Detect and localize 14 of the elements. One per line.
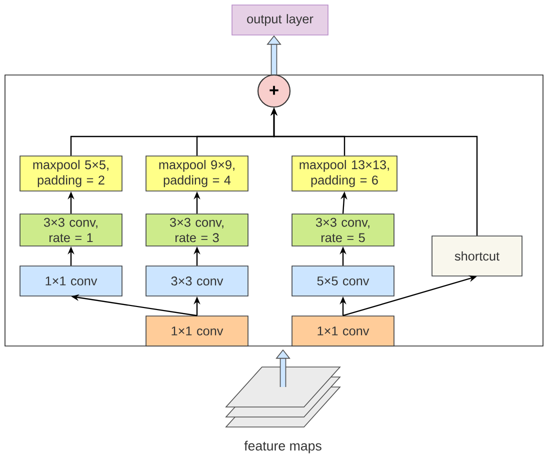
- dilated-conv-box: 3×3 conv, rate = 1: [20, 214, 122, 246]
- dilated-conv-box: 3×3 conv, rate = 5: [292, 214, 394, 246]
- maxpool-box: maxpool 13×13, padding = 6: [292, 156, 398, 192]
- conv-box: 5×5 conv: [292, 266, 394, 296]
- conv-box: 1×1 conv: [20, 266, 122, 296]
- shortcut-box: shortcut: [432, 236, 522, 276]
- conv-box: 3×3 conv: [146, 266, 248, 296]
- maxpool-box: maxpool 9×9, padding = 4: [146, 156, 248, 192]
- dilated-conv-box: 3×3 conv, rate = 3: [146, 214, 248, 246]
- output-box: output layer: [232, 4, 328, 36]
- maxpool-box: maxpool 5×5, padding = 2: [20, 156, 122, 192]
- conv-box: 1×1 conv: [146, 316, 248, 346]
- conv-box: 1×1 conv: [292, 316, 394, 346]
- node-label: feature maps: [244, 440, 322, 454]
